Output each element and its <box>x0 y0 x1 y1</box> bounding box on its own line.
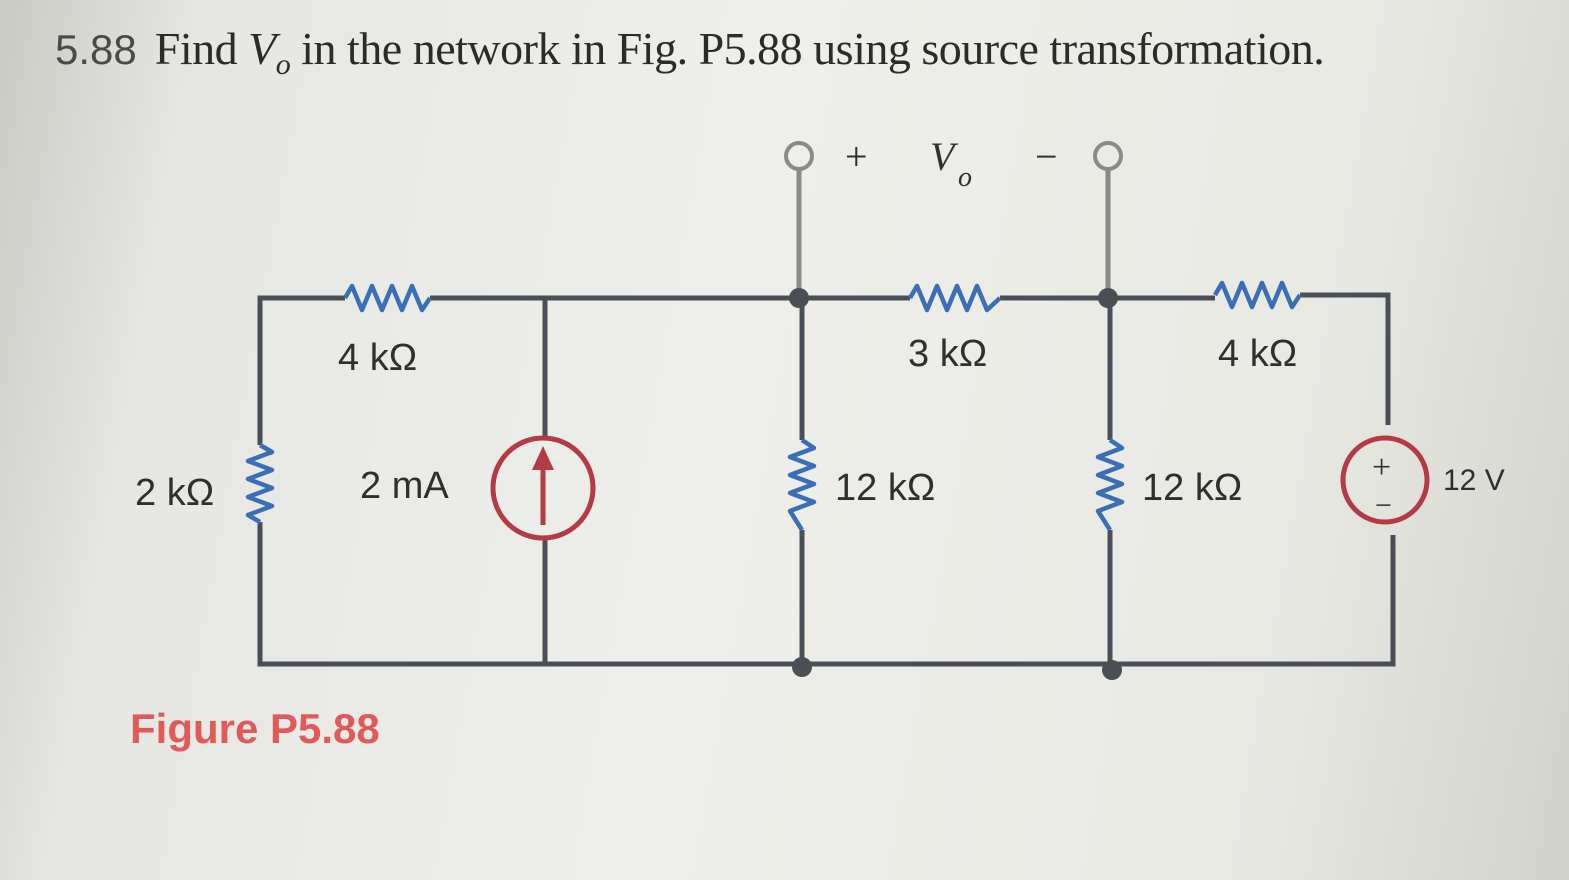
resistor-3k <box>908 283 1002 313</box>
resistor-12k-right <box>1095 438 1125 532</box>
junction-dots <box>789 288 1122 680</box>
resistor-2k <box>245 443 275 524</box>
figure-caption: Figure P5.88 <box>130 705 380 752</box>
current-source <box>490 435 596 541</box>
current-source-arrow-icon <box>532 446 554 470</box>
label-r-right-vertical: 12 kΩ <box>1142 467 1242 509</box>
junction-top-left <box>789 288 809 308</box>
wire-top-far-right <box>1300 292 1391 425</box>
voltage-source-circle <box>1340 435 1430 525</box>
problem-text: Find Vo in the network in Fig. P5.88 usi… <box>154 23 1325 81</box>
label-r-top-mid: 3 kΩ <box>908 333 987 375</box>
terminal-minus <box>1093 141 1123 171</box>
wire-top-left <box>257 295 345 445</box>
output-label: V <box>930 134 959 179</box>
problem-variable-sub: o <box>275 48 291 82</box>
resistor-4k-left <box>343 283 432 313</box>
resistor-4k-right <box>1213 280 1302 310</box>
problem-statement: 5.88 Find Vo in the network in Fig. P5.88… <box>55 22 1535 82</box>
junction-top-right <box>1098 288 1118 308</box>
voltage-source-plus: + <box>1372 449 1391 486</box>
label-current-source: 2 mA <box>360 465 449 507</box>
problem-text-after: in the network in Fig. P5.88 using sourc… <box>290 23 1325 74</box>
junction-bottom-left <box>792 657 812 677</box>
label-voltage-source: 12 V <box>1443 464 1505 497</box>
label-r-left: 2 kΩ <box>135 472 214 514</box>
problem-number: 5.88 <box>55 26 137 73</box>
voltage-source-minus: − <box>1375 489 1392 522</box>
voltage-source: + − <box>1340 435 1430 525</box>
output-minus-sign: − <box>1035 134 1058 179</box>
output-terminals: + V o − <box>784 134 1123 298</box>
problem-variable: V <box>248 23 276 74</box>
label-r-top-right: 4 kΩ <box>1218 333 1297 375</box>
problem-text-before: Find <box>154 23 249 74</box>
terminal-plus <box>784 141 814 171</box>
label-r-mid-vertical: 12 kΩ <box>835 467 935 509</box>
junction-bottom-right <box>1102 660 1122 680</box>
output-plus-sign: + <box>845 134 868 179</box>
wire-bottom <box>257 522 1396 667</box>
current-source-circle <box>490 435 596 541</box>
label-r-top-left: 4 kΩ <box>338 337 417 379</box>
resistor-12k-mid <box>787 438 817 532</box>
output-label-sub: o <box>958 162 972 193</box>
